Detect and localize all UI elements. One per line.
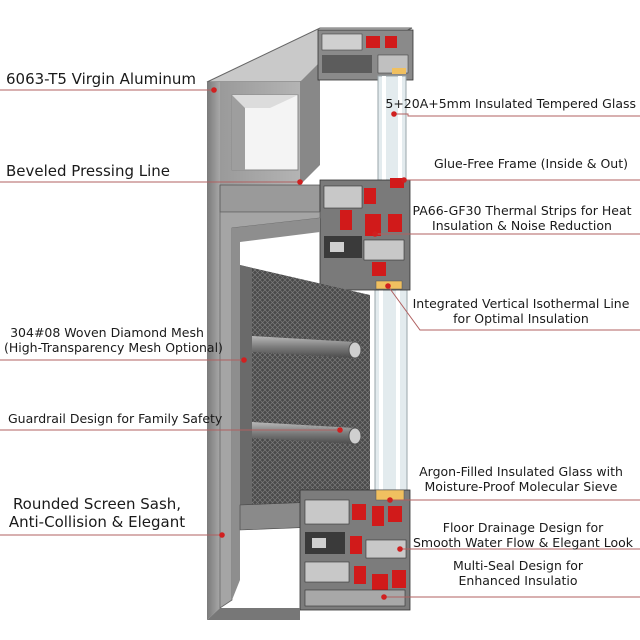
label-gluefree: Glue-Free Frame (Inside & Out) [434,156,628,171]
label-argon-line-2: Moisture-Proof Molecular Sieve [424,479,618,494]
top-frame-section [206,27,413,620]
label-isotherm-line-2: for Optimal Insulation [453,311,589,326]
label-aluminum-line-1: 6063-T5 Virgin Aluminum [6,70,196,88]
label-glass: 5+20A+5mm Insulated Tempered Glass [385,96,636,111]
label-pa66-line-1: PA66-GF30 Thermal Strips for Heat [412,203,632,218]
label-sash-line-1: Rounded Screen Sash, [12,495,182,513]
dot-isotherm [385,283,391,289]
callout-leaders [0,89,640,598]
label-sash-line-2: Anti-Collision & Elegant [8,513,186,531]
dot-drainage [397,546,403,552]
dot-pa66 [372,231,378,237]
label-guardrail-line-1: Guardrail Design for Family Safety [8,411,223,426]
label-beveled-line-1: Beveled Pressing Line [6,162,171,180]
dot-sash [219,532,225,538]
label-glass-line-1: 5+20A+5mm Insulated Tempered Glass [385,96,636,111]
dot-beveled [297,179,303,185]
label-guardrail: Guardrail Design for Family Safety [8,411,222,426]
dot-guardrail [337,427,343,433]
leader-isotherm [387,285,640,331]
label-mesh: 304#08 Woven Diamond Mesh (High-Transpar… [4,325,223,355]
insulated-glass-pane [374,75,408,501]
transom-profile-section [219,178,411,291]
dot-argon [387,497,393,503]
label-drainage: Floor Drainage Design for Smooth Water F… [412,520,634,550]
label-multiseal-line-1: Multi-Seal Design for [452,558,584,573]
label-isotherm-line-1: Integrated Vertical Isothermal Line [412,296,630,311]
label-gluefree-line-1: Glue-Free Frame (Inside & Out) [433,156,628,171]
dot-aluminum [211,87,217,93]
callout-dots [211,87,407,600]
label-aluminum: 6063-T5 Virgin Aluminum [6,70,196,88]
leader-glass [394,113,640,117]
label-mesh-line-2: (High-Transparency Mesh Optional) [4,340,223,355]
dot-multiseal [381,594,387,600]
label-sash: Rounded Screen Sash, Anti-Collision & El… [8,495,186,531]
label-multiseal-line-2: Enhanced Insulatio [458,573,578,588]
dot-mesh [241,357,247,363]
dot-glass [391,111,397,117]
label-isotherm: Integrated Vertical Isothermal Line for … [410,296,632,326]
label-pa66-line-2: Insulation & Noise Reduction [432,218,612,233]
label-argon-line-1: Argon-Filled Insulated Glass with [419,464,623,479]
label-beveled: Beveled Pressing Line [6,162,170,180]
label-drainage-line-1: Floor Drainage Design for [442,520,604,535]
label-multiseal: Multi-Seal Design for Enhanced Insulatio [438,558,598,588]
bottom-profile-section [207,489,411,620]
label-argon: Argon-Filled Insulated Glass with Moistu… [416,464,626,494]
label-drainage-line-2: Smooth Water Flow & Elegant Look [412,535,634,550]
top-profile-section [317,29,414,81]
label-pa66: PA66-GF30 Thermal Strips for Heat Insula… [412,203,632,233]
guardrail-bars [252,336,362,445]
woven-diamond-mesh [240,265,370,505]
dot-gluefree [401,177,407,183]
label-mesh-line-1: 304#08 Woven Diamond Mesh [10,325,204,340]
